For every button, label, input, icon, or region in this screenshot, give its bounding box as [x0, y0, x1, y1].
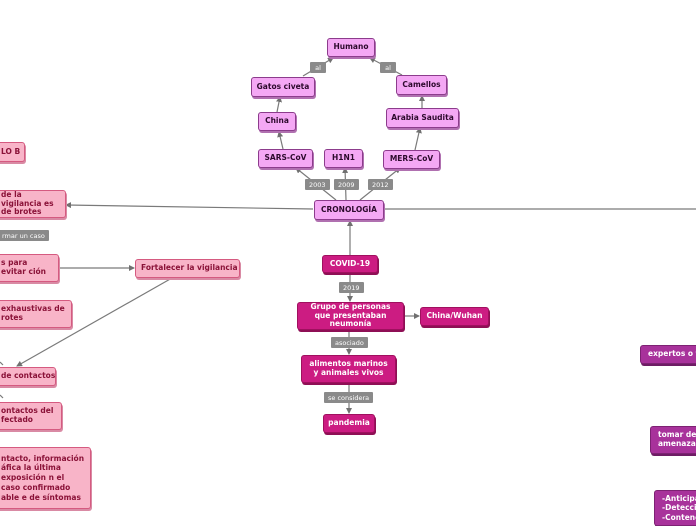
- label-2009: 2009: [334, 179, 359, 190]
- label-se-considera: se considera: [324, 392, 374, 403]
- label-2019: 2019: [339, 282, 364, 293]
- node-gatos-civeta[interactable]: Gatos civeta: [251, 77, 315, 97]
- node-anticipacion[interactable]: -Anticipa -Detecció -Contenc: [654, 490, 696, 526]
- node-vigilancia[interactable]: de la vigilancia es de brotes: [0, 190, 66, 218]
- label-confirmar-caso: rmar un caso: [0, 230, 49, 241]
- node-sars-cov[interactable]: SARS-CoV: [258, 149, 313, 168]
- node-alimentos[interactable]: alimentos marinos y animales vivos: [301, 355, 396, 383]
- node-china[interactable]: China: [258, 112, 296, 131]
- node-arabia-saudita[interactable]: Arabia Saudita: [386, 108, 459, 128]
- node-evitar[interactable]: s para evitar ción: [0, 254, 59, 282]
- node-lo-b[interactable]: LO B: [0, 142, 25, 162]
- node-exhaustivas[interactable]: exhaustivas de rotes: [0, 300, 72, 328]
- label-2012: 2012: [368, 179, 393, 190]
- label-al-left: al: [310, 62, 326, 73]
- node-grupo-neumonia[interactable]: Grupo de personas que presentaban neumon…: [297, 302, 404, 330]
- node-pandemia[interactable]: pandemia: [323, 414, 375, 433]
- node-tomar-decisiones[interactable]: tomar dec amenaza: [650, 426, 696, 454]
- label-asociado: asociado: [331, 337, 368, 348]
- label-2003: 2003: [305, 179, 330, 190]
- node-contactos[interactable]: de contactos: [0, 367, 56, 386]
- label-al-right: al: [380, 62, 396, 73]
- node-covid-19[interactable]: COVID-19: [322, 255, 378, 273]
- node-contactos-del[interactable]: ontactos del fectado: [0, 402, 62, 430]
- node-expertos[interactable]: expertos o f: [640, 345, 696, 364]
- node-china-wuhan[interactable]: China/Wuhan: [420, 307, 489, 326]
- node-fortalecer-vigilancia[interactable]: Fortalecer la vigilancia: [135, 259, 240, 278]
- node-camellos[interactable]: Camellos: [396, 75, 447, 95]
- node-humano[interactable]: Humano: [327, 38, 375, 57]
- node-h1n1[interactable]: H1N1: [324, 149, 363, 168]
- node-cronologia[interactable]: CRONOLOGÍA: [314, 200, 384, 220]
- node-mers-cov[interactable]: MERS-CoV: [383, 150, 440, 169]
- node-informacion-list[interactable]: ntacto, información áfica la última expo…: [0, 447, 91, 509]
